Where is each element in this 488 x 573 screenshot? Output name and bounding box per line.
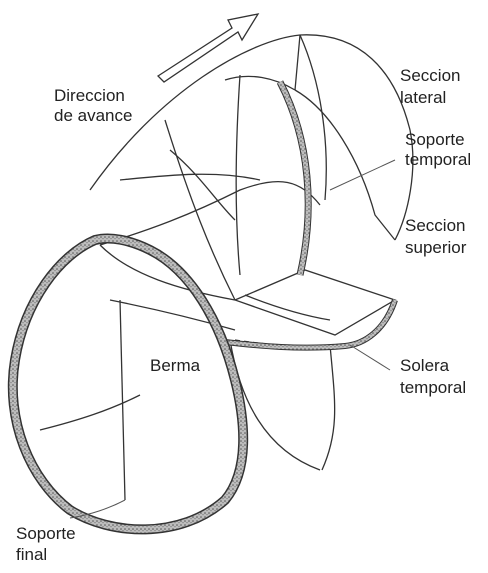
label-seccion-lateral-line1: Seccion bbox=[400, 66, 460, 86]
label-soporte-final-line2: final bbox=[16, 545, 47, 565]
label-solera-temporal-line1: Solera bbox=[400, 356, 449, 376]
bench-front-line bbox=[100, 245, 235, 300]
top-heading-face bbox=[235, 270, 395, 335]
label-solera-temporal-line2: temporal bbox=[400, 378, 466, 398]
label-soporte-temporal-line1: Soporte bbox=[405, 130, 465, 150]
label-seccion-superior-line1: Seccion bbox=[405, 216, 465, 236]
label-berma: Berma bbox=[150, 356, 200, 376]
crown-outline bbox=[90, 35, 413, 240]
crown-rib bbox=[170, 150, 235, 220]
label-soporte-temporal-line2: temporal bbox=[405, 150, 471, 170]
temporary-support bbox=[280, 82, 308, 275]
leader-lines bbox=[70, 160, 395, 518]
label-seccion-superior-line2: superior bbox=[405, 238, 466, 258]
invert-vertical-line bbox=[120, 300, 125, 500]
label-soporte-final-line1: Soporte bbox=[16, 524, 76, 544]
leader-solera-temporal bbox=[350, 345, 390, 370]
ring-line-1 bbox=[120, 174, 260, 180]
temporary-invert bbox=[225, 300, 395, 348]
lateral-edge-line bbox=[295, 35, 300, 90]
bench-side-line bbox=[322, 345, 335, 470]
label-direccion-line2: de avance bbox=[54, 106, 132, 126]
leader-soporte-temporal bbox=[330, 160, 395, 190]
invert-line bbox=[40, 395, 140, 430]
final-support-ring bbox=[13, 238, 243, 529]
longitudinal-line-2 bbox=[236, 75, 240, 275]
label-seccion-lateral-line2: lateral bbox=[400, 88, 446, 108]
direction-arrow-icon bbox=[158, 14, 258, 82]
label-direccion-line1: Direccion bbox=[54, 86, 125, 106]
